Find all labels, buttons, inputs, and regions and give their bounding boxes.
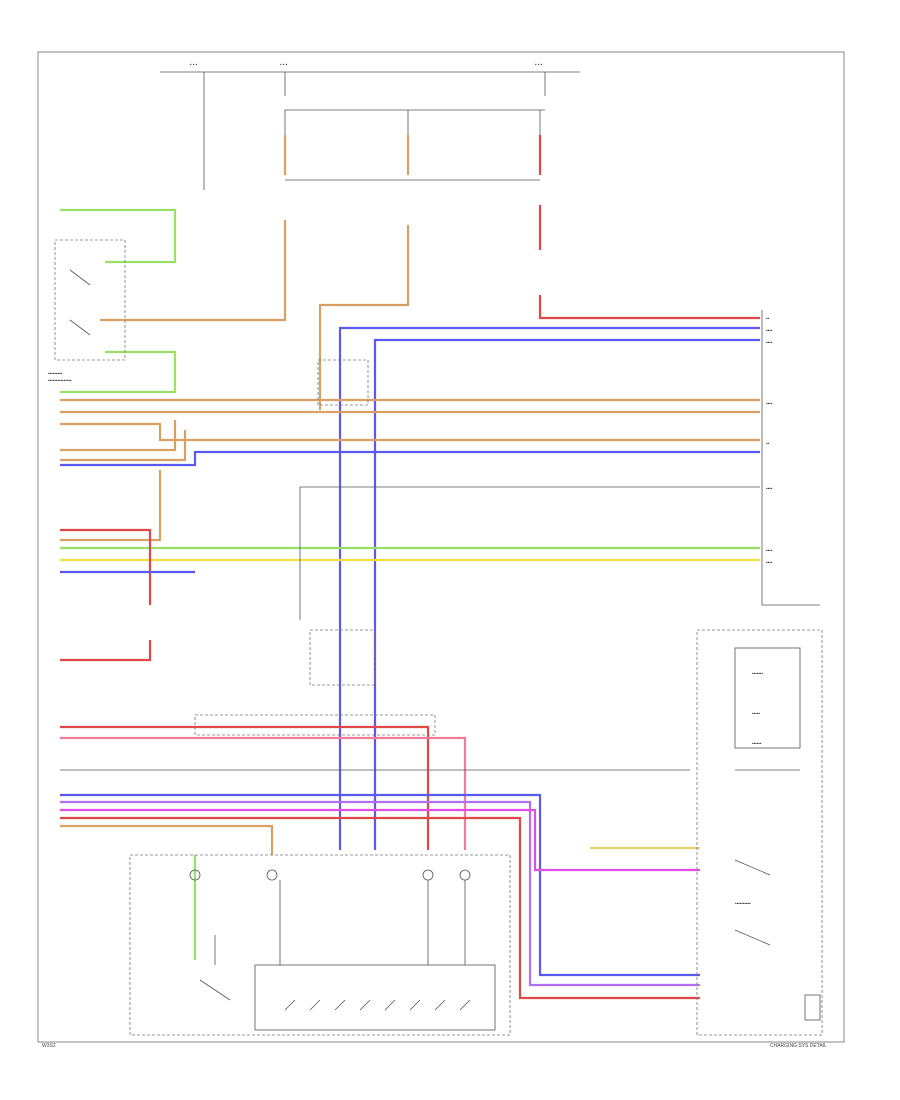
right-module: ••••••• ••••• •••••• •••••••••• (696, 629, 823, 1036)
svg-text:••••: •••• (766, 486, 773, 491)
svg-text:••••••: •••••• (752, 741, 762, 746)
wire-tan-4 (318, 225, 410, 410)
upper-wires (60, 135, 760, 410)
svg-text:•••••: ••••• (752, 711, 760, 716)
wire-tan-3 (100, 220, 287, 322)
wire-green-1 (60, 208, 177, 264)
svg-text:•••••••••: ••••••••• (48, 371, 63, 376)
wire-tan-11 (60, 824, 274, 855)
footer-right-caption: CHARGING SYS DETAIL (770, 1043, 827, 1049)
gray-wires (299, 359, 760, 686)
lower-bundle (60, 725, 700, 1000)
svg-text:• • •: • • • (535, 62, 543, 67)
footer-left-code: W3S2 (42, 1043, 56, 1049)
wire-red-5 (60, 640, 152, 662)
svg-text:••••: •••• (766, 560, 773, 565)
diagram-frame (37, 51, 845, 1043)
right-connector: •• •••• •••• •••• •• •••• •••• •••• (761, 310, 820, 606)
wire-red-3 (538, 295, 760, 320)
wire-red-7 (60, 816, 700, 1000)
wire-tan-9 (60, 430, 187, 462)
svg-text:•••••••••••••••: ••••••••••••••• (48, 378, 72, 383)
wire-violet-1 (60, 800, 700, 987)
top-bus: • • • • • • • • • (160, 62, 580, 111)
wire-tan-7 (60, 422, 760, 442)
lower-connector (194, 714, 436, 736)
wire-red-6 (60, 725, 430, 850)
wire-blue-5 (60, 793, 700, 977)
svg-text:•••••••: ••••••• (752, 671, 763, 676)
svg-text:••••: •••• (766, 548, 773, 553)
svg-text:••••: •••• (766, 328, 773, 333)
svg-text:••••••••••: •••••••••• (735, 901, 751, 906)
svg-text:• • •: • • • (190, 62, 198, 67)
svg-text:• • •: • • • (280, 62, 288, 67)
left-switch-box: ••••••••• ••••••••••••••• (48, 239, 126, 383)
yellow-green-wires (60, 528, 760, 662)
wire-tan-8 (60, 420, 177, 452)
svg-text:••••: •••• (766, 340, 773, 345)
wire-blue-3 (60, 450, 760, 467)
blue-wires (60, 326, 760, 850)
wire-blue-2 (373, 338, 760, 850)
svg-text:••: •• (766, 316, 770, 321)
wire-green-2 (60, 350, 177, 394)
wire-magenta-1 (60, 808, 700, 872)
wire-blue-1 (338, 326, 760, 850)
tan-bundle (60, 398, 760, 542)
combination-switch (129, 854, 511, 1036)
svg-text:••••: •••• (766, 401, 773, 406)
svg-text:••: •• (766, 441, 770, 446)
wire-tan-10 (60, 470, 162, 542)
wire-pink-1 (60, 736, 467, 850)
wire-red-4 (60, 528, 152, 605)
